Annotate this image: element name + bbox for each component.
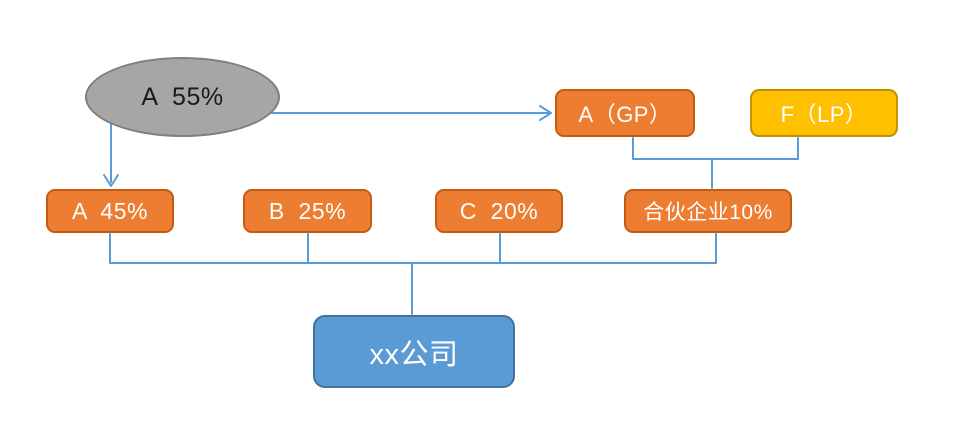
node-c-20-label: C 20%: [459, 197, 539, 224]
node-company[interactable]: xx公司: [313, 315, 515, 388]
node-b-25-label: B 25%: [268, 197, 347, 224]
node-company-label: xx公司: [369, 338, 459, 371]
node-b-25[interactable]: B 25%: [243, 189, 372, 233]
node-c-20[interactable]: C 20%: [435, 189, 563, 233]
node-partnership-label: 合伙企业10%: [643, 201, 773, 224]
connector-ellipse-to-gp: [270, 105, 552, 121]
node-a-45-label: A 45%: [72, 197, 148, 224]
node-f-lp[interactable]: F（LP）: [750, 89, 898, 137]
node-f-lp-label: F（LP）: [780, 102, 868, 127]
node-a-gp[interactable]: A（GP）: [555, 89, 695, 137]
node-partnership[interactable]: 合伙企业10%: [624, 189, 792, 233]
node-shareholder-a[interactable]: A 55%: [85, 57, 280, 137]
connector-ellipse-to-a45: [103, 123, 119, 187]
node-a-45[interactable]: A 45%: [46, 189, 174, 233]
node-a-gp-label: A（GP）: [578, 102, 672, 127]
node-shareholder-a-label: A 55%: [141, 82, 224, 111]
connector-gp-lp-to-partnership: [632, 137, 799, 189]
connector-shareholders-to-company: [109, 233, 717, 315]
